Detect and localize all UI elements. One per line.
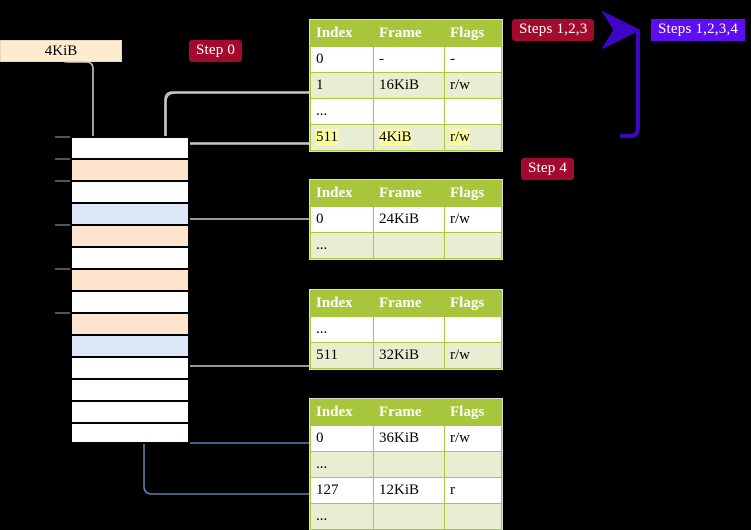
badge-step-4-label: Step 4 xyxy=(528,160,568,176)
table-cell xyxy=(444,316,502,343)
badge-step-0-label: Step 0 xyxy=(196,42,236,58)
table-cell: - xyxy=(444,46,502,73)
table-row[interactable]: ... xyxy=(310,503,502,530)
table-row[interactable]: ... xyxy=(310,232,502,259)
column-header-flags: Flags xyxy=(444,180,502,207)
table-row[interactable]: ... xyxy=(310,451,502,478)
wire-violet-loop xyxy=(601,10,641,138)
memory-frame-row xyxy=(70,136,190,158)
table-row[interactable]: ... xyxy=(310,98,502,125)
memory-frame-row xyxy=(70,312,190,334)
table-cell: 12KiB xyxy=(373,477,445,504)
column-header-flags: Flags xyxy=(444,20,502,47)
table-cell: 127 xyxy=(310,477,374,504)
table-cell: 1 xyxy=(310,72,374,99)
table-cell: 36KiB xyxy=(373,425,445,452)
memory-frame-row xyxy=(70,422,190,444)
table-cell: 0 xyxy=(310,46,374,73)
memory-frame-row xyxy=(70,246,190,268)
table-row[interactable]: ... xyxy=(310,316,502,343)
badge-steps-1234: Steps 1,2,3,4 xyxy=(651,19,746,41)
table-cell: r/w xyxy=(444,425,502,452)
memory-size-label: 4KiB xyxy=(0,40,122,62)
table-cell: 0 xyxy=(310,425,374,452)
memory-frame-row xyxy=(70,290,190,312)
column-header-flags: Flags xyxy=(444,399,502,426)
memory-frame-tick xyxy=(55,180,70,182)
column-header-index: Index xyxy=(310,180,374,207)
badge-step-4: Step 4 xyxy=(521,158,575,180)
table-cell: ... xyxy=(310,316,374,343)
table-cell: r/w xyxy=(444,206,502,233)
memory-frame-row xyxy=(70,268,190,290)
table-cell xyxy=(373,98,445,125)
table-cell xyxy=(373,232,445,259)
column-header-index: Index xyxy=(310,399,374,426)
table-cell xyxy=(373,451,445,478)
table-cell xyxy=(373,316,445,343)
table-cell: ... xyxy=(310,503,374,530)
table-cell: ... xyxy=(310,451,374,478)
memory-frame-row xyxy=(70,400,190,422)
column-header-frame: Frame xyxy=(373,399,445,426)
table-cell: 32KiB xyxy=(373,342,445,369)
table-cell xyxy=(373,503,445,530)
column-header-flags: Flags xyxy=(444,290,502,317)
memory-size-text: 4KiB xyxy=(44,43,78,59)
memory-frame-tick xyxy=(55,312,70,314)
memory-frame-row xyxy=(70,378,190,400)
memory-frame-tick xyxy=(55,158,70,160)
memory-frame-row xyxy=(70,180,190,202)
memory-frame-tick xyxy=(55,136,70,138)
table-cell xyxy=(444,451,502,478)
column-header-frame: Frame xyxy=(373,20,445,47)
table-cell: ... xyxy=(310,98,374,125)
table-cell: r xyxy=(444,477,502,504)
memory-frame-row xyxy=(70,356,190,378)
table-cell xyxy=(444,232,502,259)
table-cell: r/w xyxy=(444,342,502,369)
memory-frame-tick xyxy=(55,224,70,226)
badge-steps-123: Steps 1,2,3 xyxy=(512,19,595,41)
table-cell: ... xyxy=(310,232,374,259)
table-cell: r/w xyxy=(444,124,502,151)
table-cell xyxy=(444,98,502,125)
table-cell: 511 xyxy=(310,124,374,151)
memory-frame-row xyxy=(70,224,190,246)
memory-frame-column xyxy=(55,136,190,446)
column-header-index: Index xyxy=(310,20,374,47)
column-header-frame: Frame xyxy=(373,290,445,317)
memory-frame-row xyxy=(70,334,190,356)
memory-frame-tick xyxy=(55,268,70,270)
badge-step-0: Step 0 xyxy=(189,40,243,62)
badge-steps-1234-label: Steps 1,2,3,4 xyxy=(658,21,739,37)
table-cell: r/w xyxy=(444,72,502,99)
memory-frame-row xyxy=(70,202,190,224)
column-header-frame: Frame xyxy=(373,180,445,207)
table-cell: 4KiB xyxy=(373,124,445,151)
badge-steps-123-label: Steps 1,2,3 xyxy=(519,21,588,37)
table-cell: 24KiB xyxy=(373,206,445,233)
memory-frame-row xyxy=(70,158,190,180)
table-cell: 16KiB xyxy=(373,72,445,99)
table-cell: 511 xyxy=(310,342,374,369)
table-row[interactable]: 0-- xyxy=(310,46,502,73)
table-cell xyxy=(444,503,502,530)
table-cell: 0 xyxy=(310,206,374,233)
table-cell: - xyxy=(373,46,445,73)
column-header-index: Index xyxy=(310,290,374,317)
